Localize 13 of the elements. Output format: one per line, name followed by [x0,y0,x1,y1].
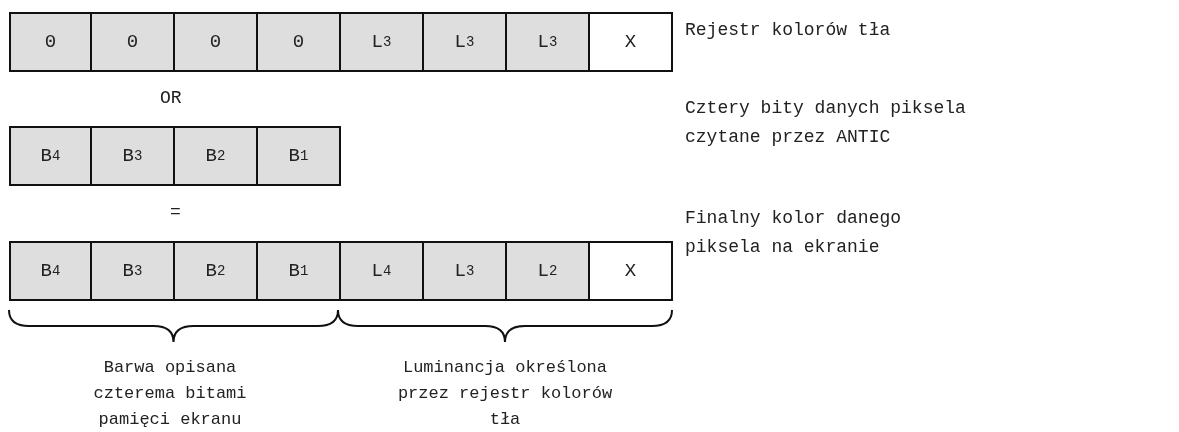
bit-cell: 0 [256,12,341,72]
row-description: Rejestr kolorów tła [685,19,892,42]
row-description: Cztery bity danych piksela czytane przez ANTIC [685,97,967,149]
operator-text: = [170,201,182,224]
brace-caption: Luminancja określona przez rejestr kolorów tła [396,357,614,431]
bit-cell: 0 [90,12,175,72]
bit-cell: X [588,12,673,72]
brace-caption: Barwa opisana czterema bitami pamięci ekranu [92,357,248,431]
operator-text: OR [160,87,183,110]
bit-cell: X [588,241,673,301]
bit-cell: 0 [173,12,258,72]
row-description: Finalny kolor danego piksela na ekranie [685,207,903,259]
bit-cell: 0 [9,12,92,72]
